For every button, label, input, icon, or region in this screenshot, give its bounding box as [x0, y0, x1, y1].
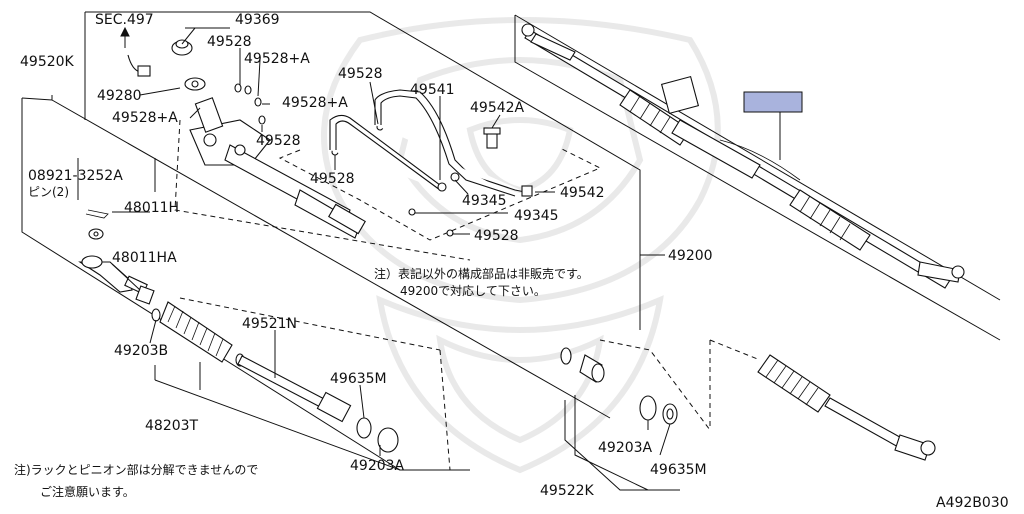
note2-line2: ご注意願います。	[40, 484, 135, 499]
sec497-hose-part	[120, 26, 151, 77]
label-49200: 49200	[668, 248, 713, 264]
boot-clamps-right-part	[639, 395, 678, 425]
union-bolt-part	[483, 127, 501, 149]
label-49528-top: 49528	[207, 34, 252, 50]
label-49528a-top: 49528+A	[244, 51, 310, 67]
label-49520k: 49520K	[20, 54, 75, 70]
label-49541: 49541	[410, 82, 455, 98]
label-49528a-mid: 49528+A	[282, 95, 348, 111]
note1-line1: 注）表記以外の構成部品は非販売です。	[374, 266, 589, 281]
boot-left-part	[159, 301, 245, 367]
inner-tie-rod-part	[237, 355, 399, 453]
label-49345-b: 49345	[514, 208, 559, 224]
label-48011h: 48011H	[124, 200, 179, 216]
pinion-group-frame	[84, 11, 641, 330]
label-49369: 49369	[235, 12, 280, 28]
label-49528-low: 49528	[310, 171, 355, 187]
label-49522k: 49522K	[540, 483, 595, 499]
label-49635m-right: 49635M	[650, 462, 707, 478]
label-49521n: 49521N	[242, 316, 297, 332]
notes: 注）表記以外の構成部品は非販売です。 49200で対応して下さい。 注)ラックと…	[14, 266, 589, 499]
label-49345-a: 49345	[462, 193, 507, 209]
label-49203b: 49203B	[114, 343, 168, 359]
pressure-tubes-part	[329, 89, 533, 197]
rack-assembly-overview	[521, 23, 965, 289]
label-08921: 08921-3252A	[28, 168, 123, 184]
overview-frame	[514, 14, 1001, 341]
note2-line1: 注)ラックとピニオン部は分解できませんので	[14, 462, 258, 477]
diagram-code: A492B030	[936, 495, 1009, 510]
grommet-part	[171, 39, 206, 91]
part-labels: SEC.497 49369 49528 49528+A 49280 49528+…	[20, 12, 1009, 511]
label-pin2: ピン(2)	[28, 185, 69, 199]
boot-right-part	[757, 354, 936, 461]
label-49203a-left: 49203A	[350, 458, 405, 474]
label-48011ha: 48011HA	[112, 250, 177, 266]
label-49528-tube: 49528	[338, 66, 383, 82]
pinion-housing-part	[189, 97, 366, 239]
label-49280: 49280	[97, 88, 142, 104]
leader-lines	[77, 27, 671, 471]
label-49542a: 49542A	[470, 100, 525, 116]
label-49528-mid: 49528	[256, 133, 301, 149]
label-49528a-left: 49528+A	[112, 110, 178, 126]
label-49542: 49542	[560, 185, 605, 201]
lock-nut-left-part	[135, 285, 161, 322]
right-group-frame	[564, 339, 761, 491]
rack-bushing-part	[560, 347, 605, 383]
cotter-pin-part	[85, 209, 109, 240]
label-48203t: 48203T	[145, 418, 199, 434]
label-49203a-right: 49203A	[598, 440, 653, 456]
label-49635m-left: 49635M	[330, 371, 387, 387]
note1-line2: 49200で対応して下さい。	[400, 284, 546, 298]
label-49528-bot: 49528	[474, 228, 519, 244]
label-sec497: SEC.497	[95, 12, 154, 28]
highlight-marker	[743, 91, 803, 113]
